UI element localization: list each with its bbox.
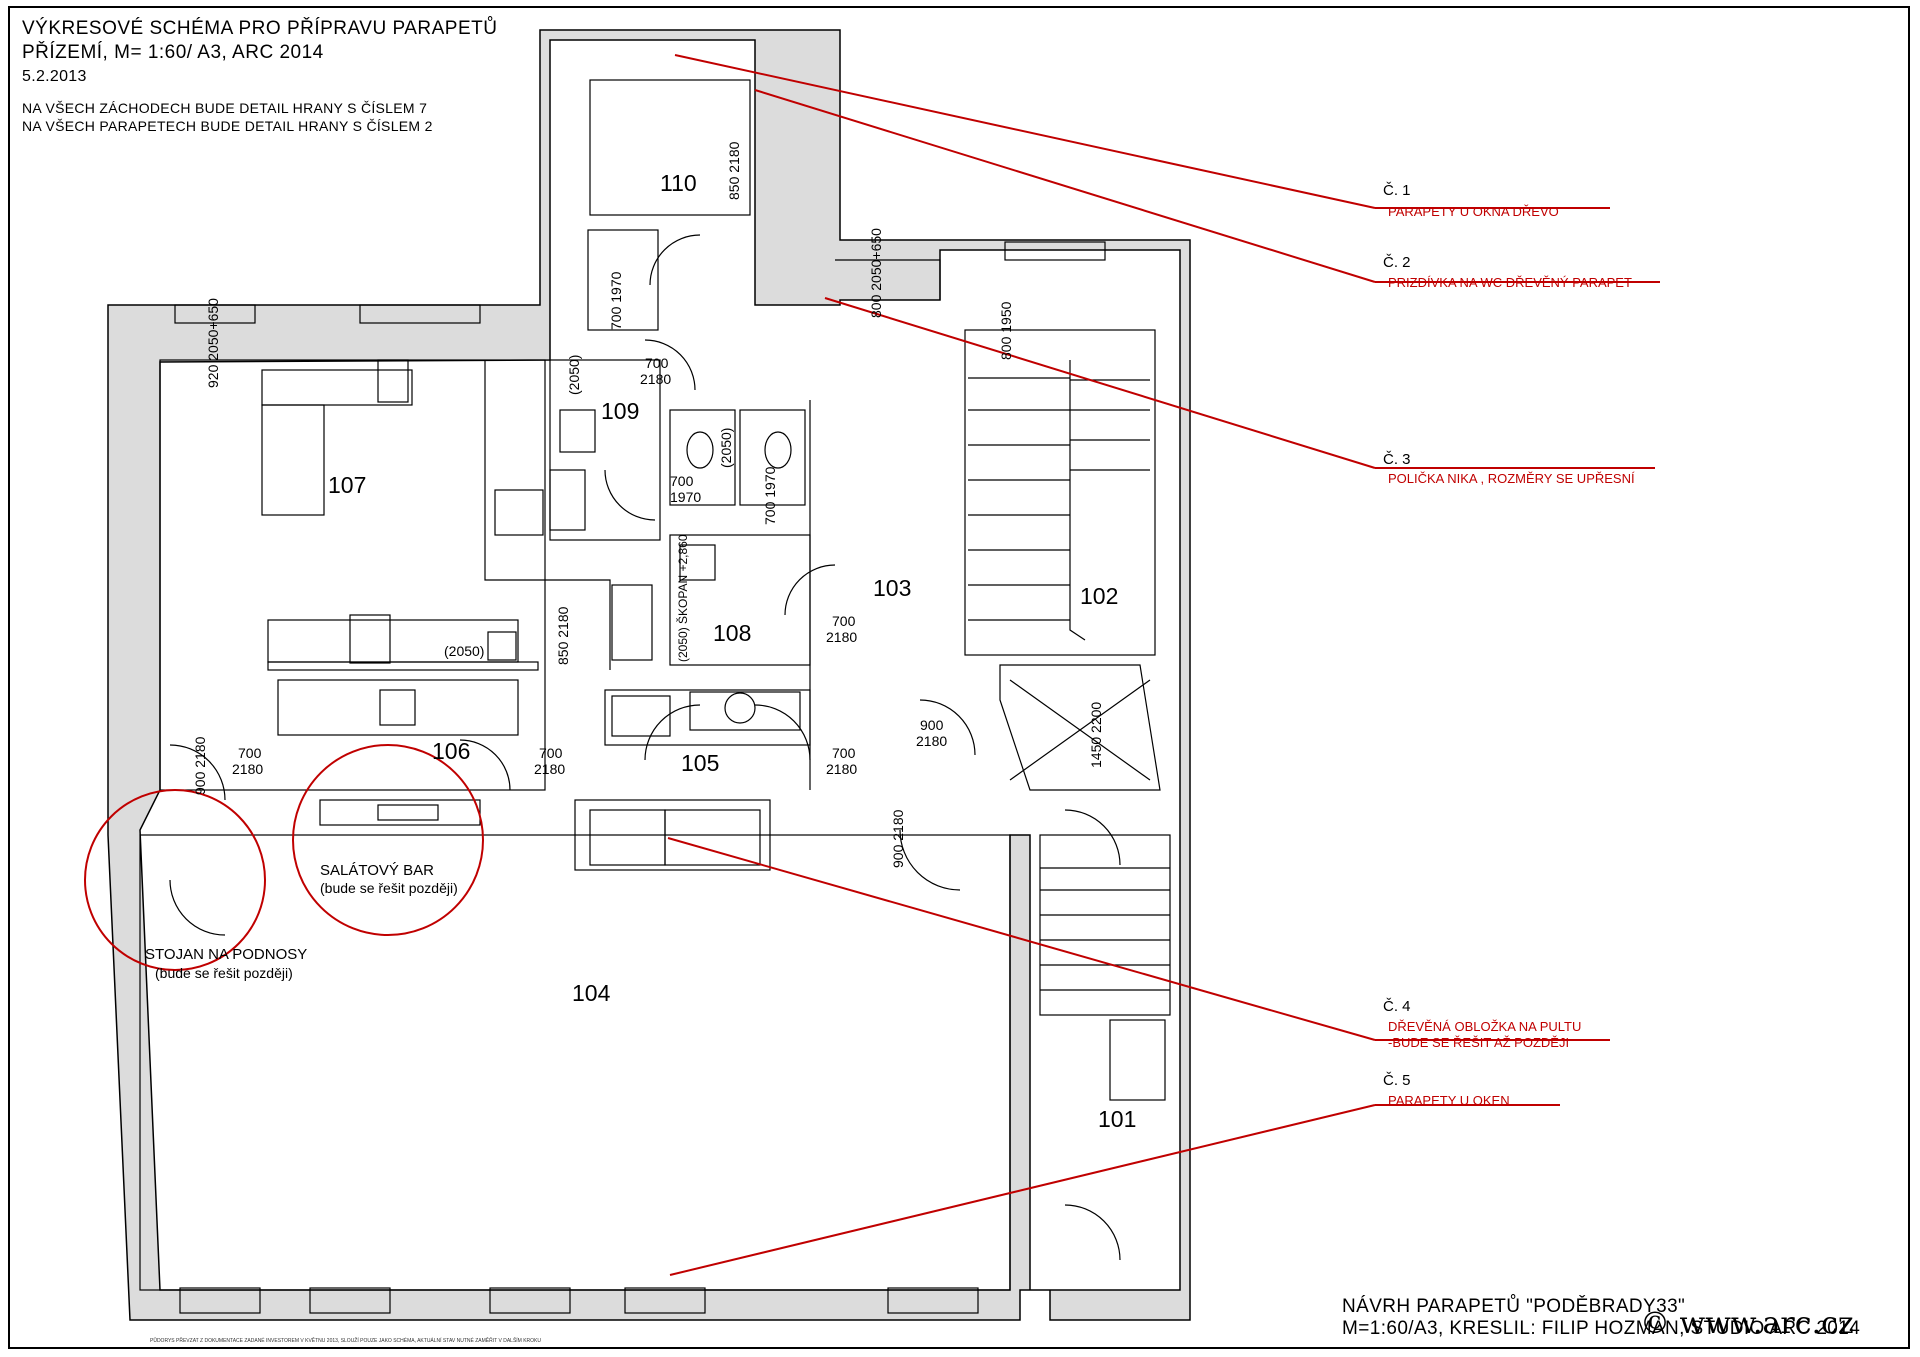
callout-3-number: Č. 3: [1383, 451, 1411, 468]
dim-v-109: 700 1970: [608, 271, 624, 330]
callout-2-text: PRIZDÍVKA NA WC DŘEVĚNÝ PARAPET: [1388, 275, 1632, 290]
dim-door-105-h: 2180: [826, 761, 858, 777]
dim-door-106a-h: 2180: [232, 761, 264, 777]
dim-door-102-w: 900: [920, 717, 944, 733]
room-102: 102: [1080, 583, 1119, 609]
room-110: 110: [660, 170, 697, 196]
dim-door-108-h: 2180: [826, 629, 858, 645]
room-107: 107: [328, 472, 367, 498]
room-101: 101: [1098, 1106, 1137, 1132]
footer-fine-print: PŮDORYS PŘEVZAT Z DOKUMENTACE ZADANÉ INV…: [150, 1338, 542, 1344]
dim-door-106b-w: 700: [539, 745, 563, 761]
callout-3-text: POLIČKA NIKA , ROZMĚRY SE UPŘESNÍ: [1388, 471, 1635, 486]
dim-v-stair-window: 800 1950: [998, 301, 1014, 360]
footer-title: NÁVRH PARAPETŮ "PODĚBRADY33": [1342, 1296, 1686, 1317]
dim-v-109-niche: (2050): [566, 354, 582, 395]
annotation-lines: [84, 54, 1660, 1276]
callout-4-number: Č. 4: [1383, 998, 1411, 1015]
room-105: 105: [681, 750, 720, 776]
inner-lines: [139, 79, 1171, 1314]
callout-4-text-2: -BUDE SE ŘEŠIT AŽ POZDĚJI: [1388, 1035, 1570, 1050]
header-note-2: NA VŠECH PARAPETECH BUDE DETAIL HRANY S …: [22, 118, 433, 134]
callout-1-number: Č. 1: [1383, 182, 1411, 199]
callout-4-text: DŘEVĚNÁ OBLOŽKA NA PULTU: [1388, 1019, 1582, 1034]
dim-v-wc: 700 1970: [762, 466, 778, 525]
room-103: 103: [873, 575, 912, 601]
header-note-1: NA VŠECH ZÁCHODECH BUDE DETAIL HRANY S Č…: [22, 100, 428, 116]
dim-door-108-w: 700: [832, 613, 856, 629]
header-scale: PŘÍZEMÍ, M= 1:60/ A3, ARC 2014: [22, 42, 324, 63]
salad-bar-title: SALÁTOVÝ BAR: [320, 862, 434, 879]
drawing-frame: [8, 6, 1910, 1349]
dim-v-104-right: 900 2180: [890, 809, 906, 868]
dim-v-wc-niche: (2050): [718, 427, 734, 468]
dim-v-window-107: 920 2050+650: [205, 298, 221, 388]
salad-bar-note: (bude se řešit později): [320, 880, 458, 896]
room-108: 108: [713, 620, 752, 646]
dim-door-102-h: 2180: [916, 733, 948, 749]
callout-2-number: Č. 2: [1383, 254, 1411, 271]
dim-v-104-left: 900 2180: [192, 736, 208, 795]
dim-door-105-w: 700: [832, 745, 856, 761]
dim-kitchen-niche: (2050): [444, 643, 485, 659]
dim-v-kitchen: 850 2180: [555, 606, 571, 665]
walls: [107, 29, 1191, 1321]
watermark: © www.arc.cz: [1640, 1306, 1854, 1341]
tray-stand-note: (bude se řešit později): [155, 965, 293, 981]
header-date: 5.2.2013: [22, 68, 87, 85]
callout-5-text: PARAPETY U OKEN: [1388, 1093, 1510, 1108]
dim-door-wc-h: 1970: [670, 489, 702, 505]
sopan-label: (2050) ŠKOPAN +2,860: [676, 534, 690, 662]
header-title: VÝKRESOVÉ SCHÉMA PRO PŘÍPRAVU PARAPETŮ: [22, 18, 498, 39]
dim-door-106b-h: 2180: [534, 761, 566, 777]
dim-v-110: 850 2180: [726, 141, 742, 200]
dim-door-109-h: 2180: [640, 371, 672, 387]
room-106: 106: [432, 738, 471, 764]
callout-5-number: Č. 5: [1383, 1072, 1411, 1089]
dim-door-106a-w: 700: [238, 745, 262, 761]
dim-v-stair-door: 1450 2200: [1088, 701, 1104, 768]
footer-subtitle: M=1:60/A3, KRESLIL: FILIP HOZMAN, STUDIO…: [1342, 1318, 1861, 1339]
callout-1-text: PARAPETY U OKNA DŘEVO: [1388, 204, 1559, 219]
tray-stand-title: STOJAN NA PODNOSY: [145, 946, 308, 963]
dim-door-wc-w: 700: [670, 473, 694, 489]
room-104: 104: [572, 980, 611, 1006]
dim-door-109-w: 700: [645, 355, 669, 371]
dim-v-window-103: 800 2050+650: [868, 228, 884, 318]
room-109: 109: [601, 398, 640, 424]
